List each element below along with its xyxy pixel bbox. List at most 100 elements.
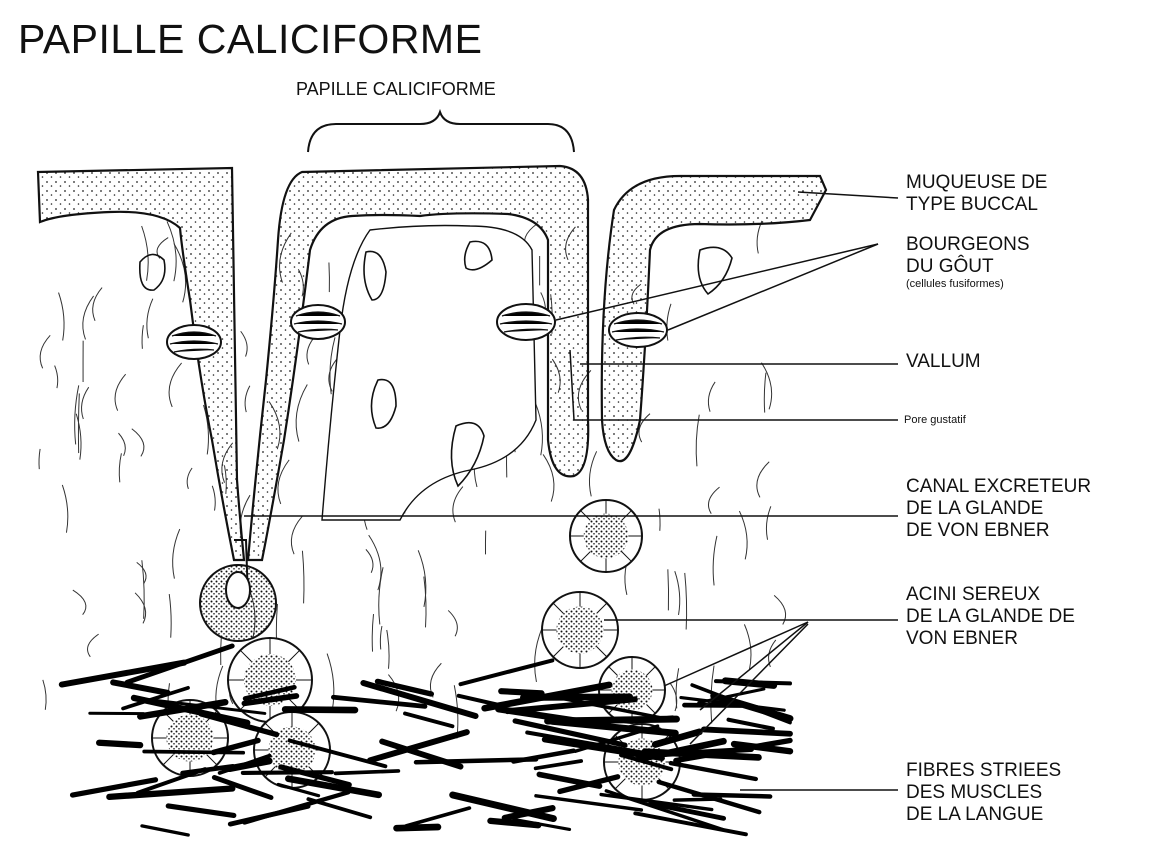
fibre-stroke [708,487,719,514]
page-title: PAPILLE CALICIFORME [18,16,482,64]
muscle-fibre [694,794,770,796]
fibre-stroke [739,511,747,559]
fibre-stroke [39,449,40,469]
fibre-stroke [387,630,389,669]
label-pore-gustatif: Pore gustatif [904,414,966,427]
acinus-nuclei [584,514,629,559]
muscle-fibre [144,751,243,752]
muscle-fibre [113,682,167,692]
muscle-fibre [490,821,538,825]
muscle-fibre [336,771,399,773]
fibre-stroke [43,680,46,710]
fibre-stroke [453,487,463,523]
muscle-fibre [230,806,308,824]
label-canal-excreteur: CANAL EXCRETEUR DE LA GLANDE DE VON EBNE… [906,476,1091,543]
fibre-stroke [73,590,86,615]
acinus-nuclei [612,670,653,711]
muscle-fibre [406,808,469,826]
fibre-stroke [766,506,770,539]
muscle-fibre [461,660,553,684]
fibre-stroke [764,373,766,413]
fibre-stroke [132,429,144,457]
fibre-stroke [757,221,762,254]
fibre-stroke [589,451,596,496]
fibre-stroke [676,668,679,708]
fibre-stroke [685,573,687,630]
muscle-fibre [285,709,355,710]
muscle-fibre [635,813,746,834]
muscle-fibre [716,681,790,683]
fibre-stroke [55,366,58,389]
fibre-stroke [757,462,769,498]
papilla-brace [308,112,574,152]
fibre-stroke [167,221,176,281]
muscle-fibre [416,759,536,762]
muscle-fibre [405,714,452,727]
fibre-stroke [245,386,250,412]
muscle-fibre [501,691,541,693]
muscle-fibre [704,729,790,733]
muscle-fibre [674,799,720,800]
acinus-nuclei [556,606,603,653]
fibre-stroke [169,363,182,407]
label-bourgeons-note: (cellules fusiformes) [906,278,1030,291]
fibre-stroke [448,610,457,636]
fibre-stroke [668,569,669,610]
fibre-stroke [761,363,771,410]
fibre-stroke [212,486,215,511]
fibre-stroke [536,404,543,455]
fibre-stroke [62,485,67,533]
fibre-stroke [137,562,146,583]
acinus-nuclei [166,714,213,761]
fibre-stroke [119,453,121,482]
fibre-stroke [59,293,65,341]
papilla-brace-label: PAPILLE CALICIFORME [296,79,496,100]
muscle-fibre [729,720,773,729]
fibre-stroke [307,338,314,365]
fibre-stroke [173,529,180,579]
fibre-stroke [147,299,153,339]
fibre-stroke [329,263,330,293]
muscle-fibre [539,774,599,786]
fibre-stroke [418,550,426,607]
fibre-stroke [88,634,99,657]
fibre-stroke [40,335,50,368]
muscle-fibre [459,696,504,706]
muscle-fibre [168,806,234,815]
fibre-stroke [713,536,717,586]
fibre-stroke [372,614,373,652]
muscle-fibre [142,826,188,835]
fibre-stroke [169,594,171,638]
fibre-stroke [93,288,102,321]
fibre-stroke [291,516,302,554]
fibre-stroke [369,535,381,590]
fibre-stroke [535,629,542,682]
fibre-stroke [696,415,699,467]
fibre-stroke [118,433,125,456]
muscle-fibre [363,683,475,716]
muscle-fibre [99,743,140,745]
label-muqueuse: MUQUEUSE DE TYPE BUCCAL [906,172,1047,216]
fibre-stroke [380,626,382,649]
muscle-fibre [308,799,370,817]
fibre-stroke [708,382,715,412]
label-vallum: VALLUM [906,351,981,373]
fibre-stroke [83,296,94,340]
muscle-fibre [109,789,232,797]
fibre-stroke [302,551,304,604]
label-fibres-striees: FIBRES STRIEES DES MUSCLES DE LA LANGUE [906,760,1061,827]
fibre-stroke [327,654,334,711]
fibre-stroke [659,509,660,531]
fibre-stroke [366,549,373,572]
muscle-fibre [397,827,438,828]
fibre-stroke [142,226,149,281]
fibre-stroke [187,468,192,489]
muscle-fibre [536,761,582,768]
fibre-stroke [115,374,126,411]
left-mucosa [38,168,244,560]
muscle-fibre [243,772,332,773]
fibre-stroke [241,331,247,356]
fibre-stroke [667,304,671,341]
